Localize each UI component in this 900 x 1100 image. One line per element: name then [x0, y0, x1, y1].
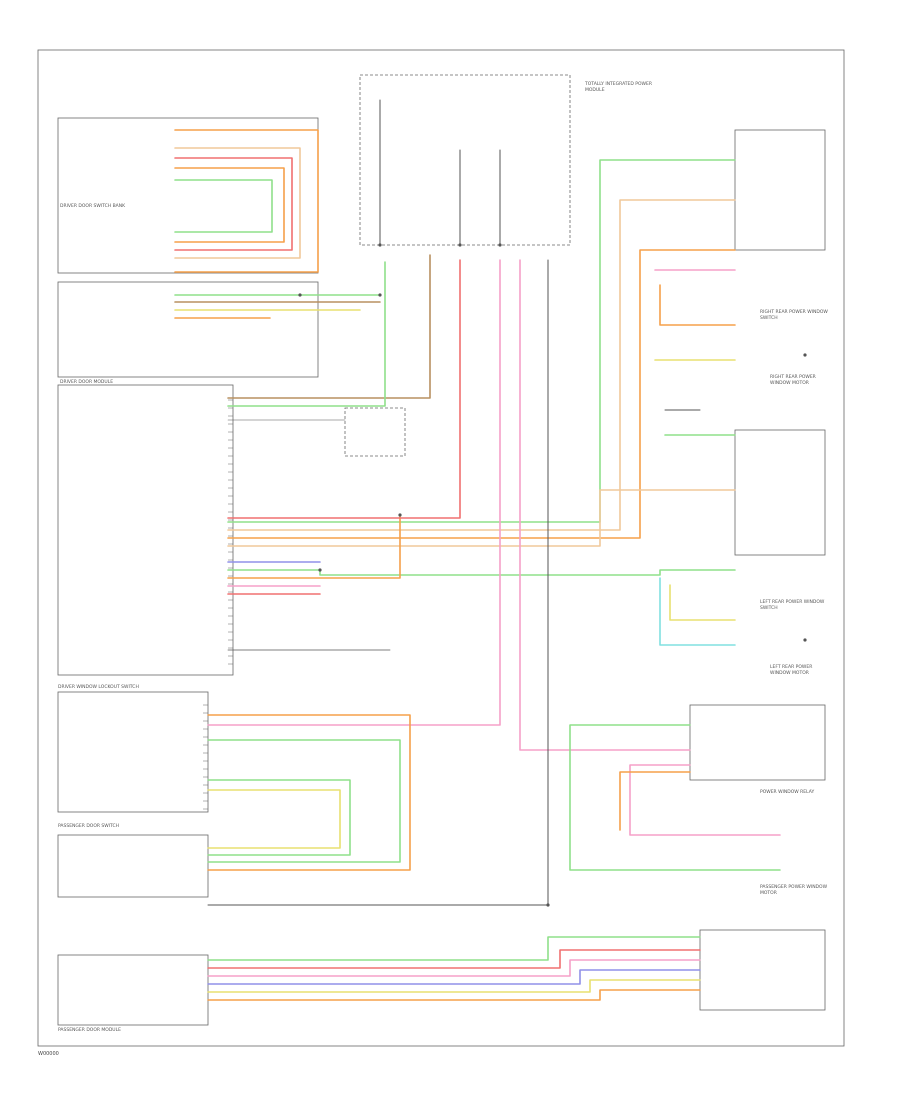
- block-title-passenger-door-module: PASSENGER DOOR MODULE: [58, 1028, 121, 1033]
- lockout-green: [207, 739, 401, 863]
- block-title-right-rear-switch: RIGHT REAR POWER WINDOW SWITCH: [760, 310, 828, 321]
- lr-yellow-motor: [669, 584, 736, 621]
- block-title-power-window-relay: POWER WINDOW RELAY: [760, 790, 815, 795]
- driver-door-switch-lower-box: [57, 281, 319, 378]
- feed-black-pass: [207, 259, 549, 906]
- wire-tan-sw-1: [174, 147, 301, 259]
- wire-orange-sw-2: [174, 167, 285, 243]
- splice-dot-2: [318, 568, 322, 572]
- fuse-center-box: [359, 74, 571, 246]
- splice-dot-7: [458, 243, 462, 247]
- feed-red-relay: [227, 259, 461, 519]
- lockout-green-2: [207, 779, 351, 856]
- harness-green-lr: [227, 569, 736, 576]
- pass-red: [207, 949, 701, 969]
- lr-cyan-motor: [659, 577, 736, 646]
- wire-green-module: [227, 261, 386, 407]
- block-title-driver-window-lockout: DRIVER WINDOW LOCKOUT SWITCH: [58, 685, 139, 690]
- block-title-left-rear-motor: LEFT REAR POWER WINDOW MOTOR: [770, 665, 813, 676]
- rr-orange-motor: [659, 284, 736, 326]
- harness-orange-rr: [227, 249, 736, 539]
- block-title-driver-door-module: DRIVER DOOR MODULE: [60, 380, 114, 385]
- relay-pink-out: [629, 764, 781, 836]
- relay-green-out: [569, 724, 781, 871]
- feed-pink-lockout: [207, 259, 501, 726]
- splice-dot-9: [378, 243, 382, 247]
- passenger-door-switch-box: [57, 834, 209, 898]
- splice-dot-4: [546, 903, 550, 907]
- splice-dot-0: [298, 293, 302, 297]
- outer-border: [37, 49, 845, 1047]
- driver-lockout-switch-box: [57, 691, 209, 813]
- right-rear-switch-box: [734, 129, 826, 251]
- driver-door-module-box: [57, 384, 234, 676]
- splice-dot-1: [378, 293, 382, 297]
- wire-red-sw-1: [174, 157, 293, 251]
- lockout-yellow: [207, 789, 341, 849]
- feed-pink-relay: [519, 259, 691, 751]
- left-rear-switch-box: [734, 429, 826, 556]
- relay-orange-out: [619, 771, 691, 831]
- splice-dot-8: [498, 243, 502, 247]
- splice-dot-6: [803, 638, 807, 642]
- wire-orange-sw-top: [174, 129, 319, 273]
- footer-code: W00000: [38, 1051, 59, 1057]
- pass-pink: [207, 959, 701, 977]
- splice-dot-5: [803, 353, 807, 357]
- harness-tan-lr: [227, 489, 736, 547]
- harness-green-rr: [227, 159, 736, 523]
- power-window-relay-box: [689, 704, 826, 781]
- wire-brown-module: [227, 254, 431, 399]
- harness-orange-2: [227, 514, 401, 579]
- lockout-switch-box: [344, 407, 406, 457]
- block-title-fuse-center: TOTALLY INTEGRATED POWER MODULE: [585, 82, 652, 93]
- wire-green-sw-1: [174, 179, 273, 233]
- pass-blue: [207, 969, 701, 985]
- block-title-right-rear-motor: RIGHT REAR POWER WINDOW MOTOR: [770, 375, 816, 386]
- pass-green: [207, 936, 701, 961]
- lockout-orange: [207, 714, 411, 871]
- block-title-passenger-door-switch: PASSENGER DOOR SWITCH: [58, 824, 120, 829]
- block-title-driver-door-switch: DRIVER DOOR SWITCH BANK: [60, 204, 126, 209]
- block-title-left-rear-switch: LEFT REAR POWER WINDOW SWITCH: [760, 600, 825, 611]
- pass-yellow: [207, 979, 701, 993]
- harness-tan-rr: [227, 199, 736, 531]
- block-title-passenger-window-motor: PASSENGER POWER WINDOW MOTOR: [760, 885, 828, 896]
- passenger-door-switch-right-box: [699, 929, 826, 1011]
- pass-orange: [207, 989, 701, 1001]
- passenger-door-module-box: [57, 954, 209, 1026]
- splice-dot-3: [398, 513, 402, 517]
